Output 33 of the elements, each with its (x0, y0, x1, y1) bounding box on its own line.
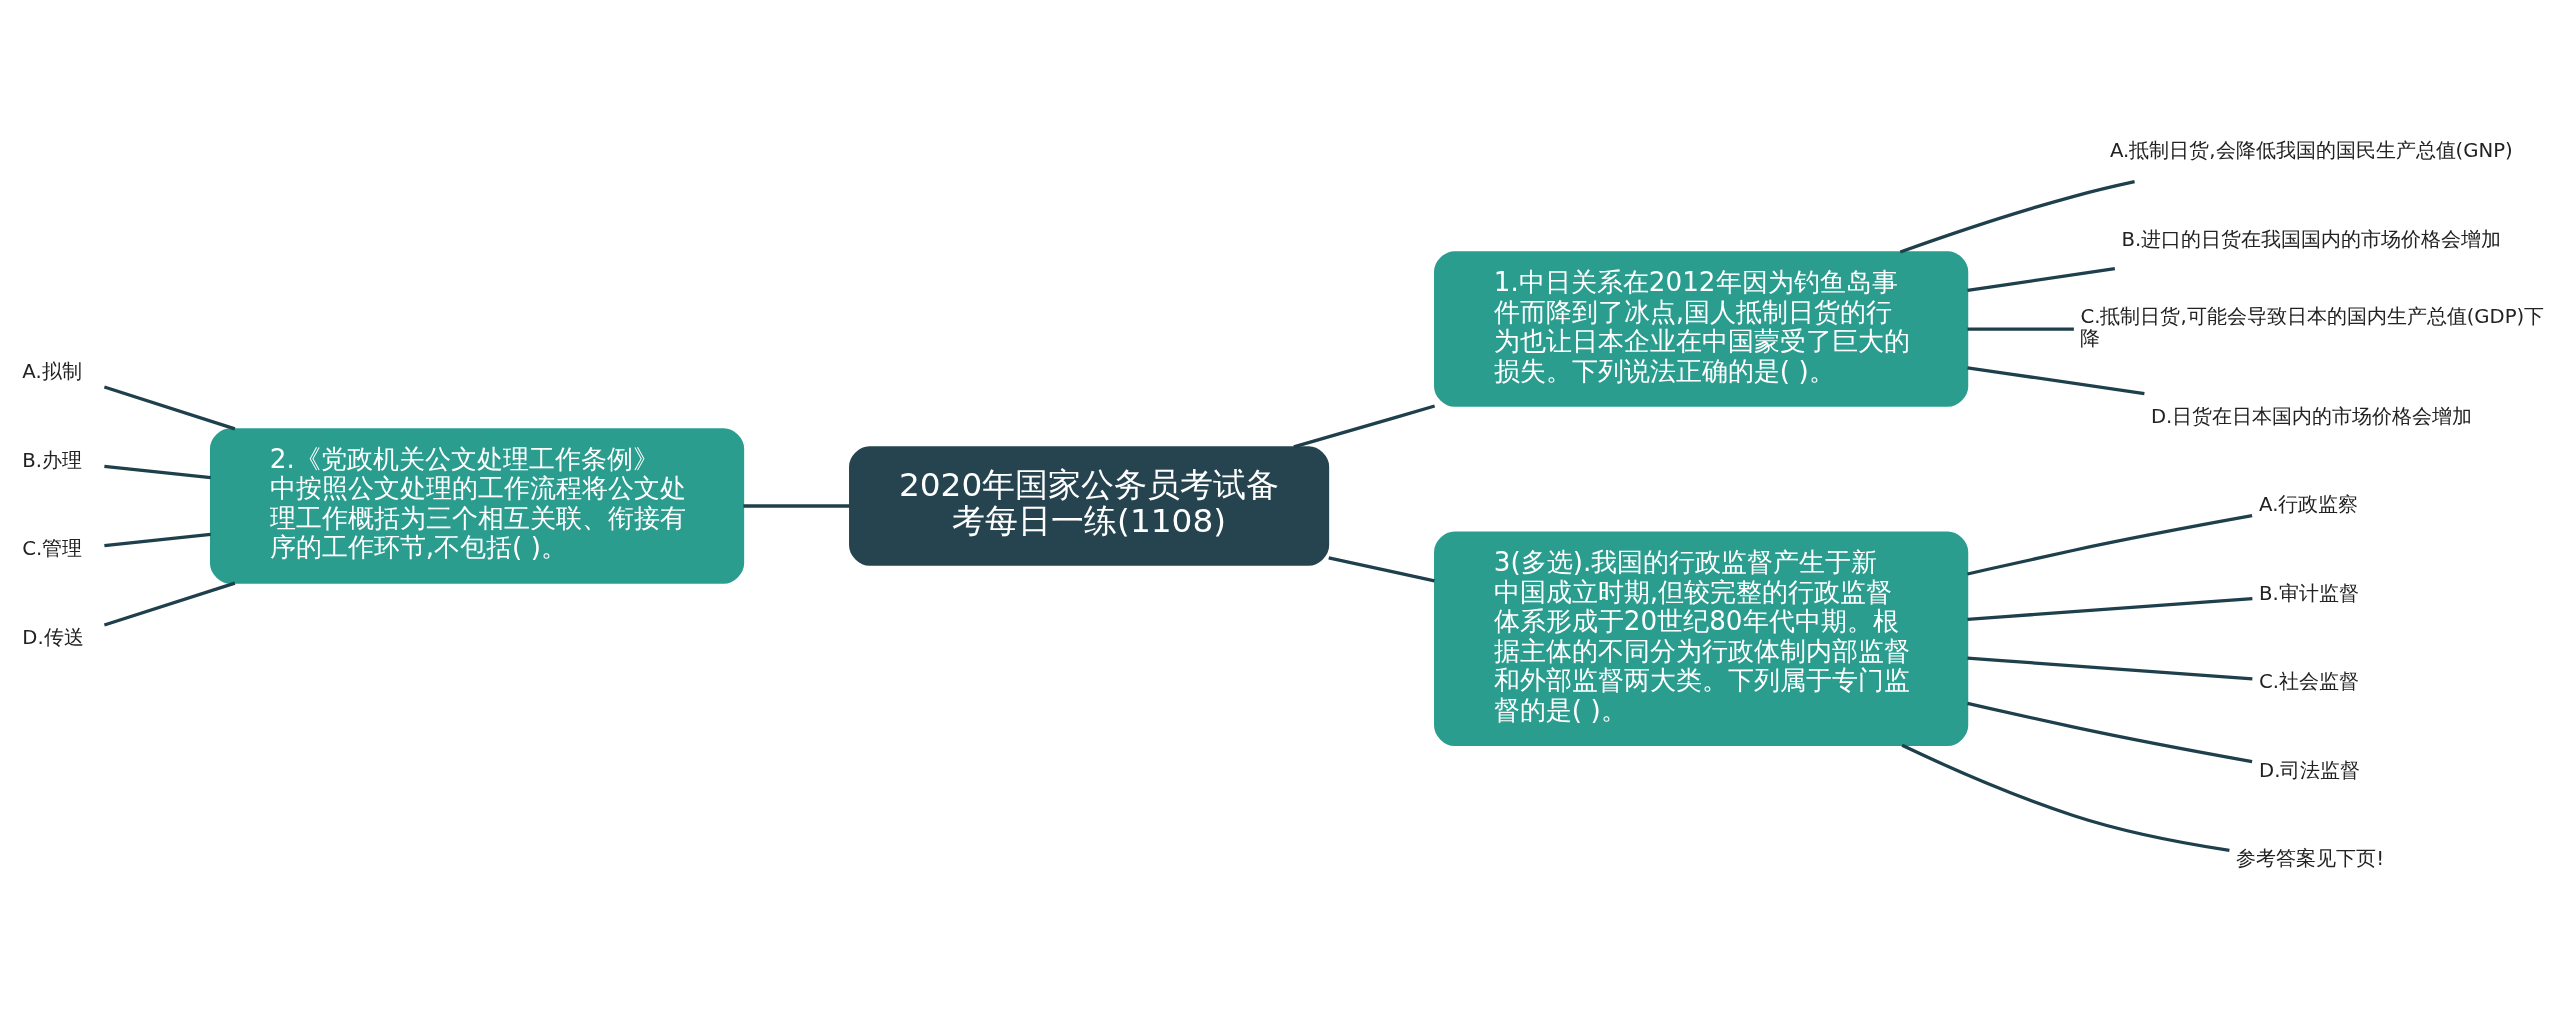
connector (103, 385, 236, 431)
connector (1901, 743, 2230, 852)
node-text: C.抵制日货,可能会导致日本的国内生产总值(GDP)下降 (2080, 305, 2545, 350)
connector (1967, 701, 2253, 764)
node-text: C.管理 (22, 537, 83, 561)
node-text: D.司法监督 (2259, 758, 2361, 782)
connector (103, 581, 236, 627)
connector (1899, 180, 2135, 254)
node-text: A.行政监察 (2259, 493, 2359, 517)
node-text: 参考答案见下页! (2236, 847, 2385, 871)
connector (104, 464, 211, 480)
connector (1967, 267, 2116, 292)
node-text: C.社会监督 (2259, 670, 2360, 694)
connector (104, 532, 211, 548)
node-box: 3(多选).我国的行政监督产生于新中国成立时期,但较完整的行政监督体系形成于20世纪80年代中期。根据主体的不同分为行政体制内部监督和外部监督两大类。下列属于专门监督的是( )。 (1434, 531, 1969, 747)
node-text: A.拟制 (22, 360, 82, 384)
node-box: 2020年国家公务员考试备考每日一练(1108) (849, 446, 1330, 566)
connector (1967, 366, 2145, 396)
connector (1967, 514, 2253, 576)
node-box: 2.《党政机关公文处理工作条例》中按照公文处理的工作流程将公文处理工作概括为三个相互关联、衔接有序的工作环节,不包括( )。 (209, 428, 745, 584)
connector (1293, 404, 1436, 449)
node-text: B.进口的日货在我国国内的市场价格会增加 (2121, 227, 2502, 251)
connector (1328, 556, 1435, 583)
node-text: B.审计监督 (2259, 581, 2359, 605)
connector (1967, 327, 2074, 331)
connector (1967, 656, 2253, 681)
node-text: D.日货在日本国内的市场价格会增加 (2150, 404, 2473, 428)
node-box: 1.中日关系在2012年因为钓鱼岛事件而降到了冰点,国人抵制日货的行为也让日本企业在中国蒙受了巨大的损失。下列说法正确的是( )。 (1434, 251, 1969, 407)
node-text: B.办理 (22, 448, 83, 472)
node-text: A.抵制日货,会降低我国的国民生产总值(GNP) (2109, 139, 2513, 163)
connector (743, 504, 850, 508)
node-text: D.传送 (22, 625, 84, 649)
connector (1967, 596, 2253, 621)
